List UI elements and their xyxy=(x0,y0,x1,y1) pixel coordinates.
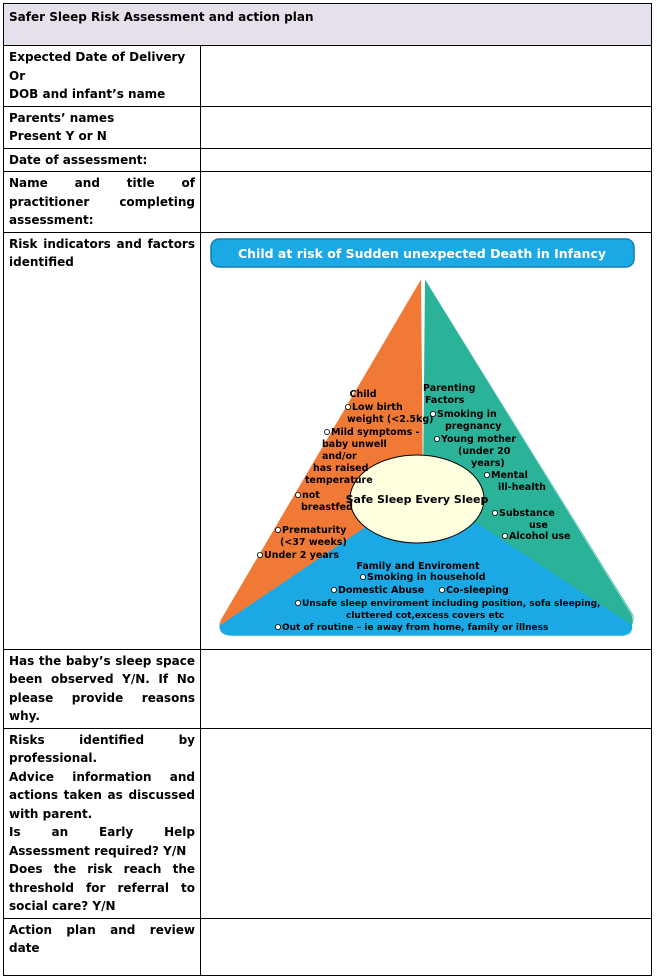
child-item-2: not breastfed xyxy=(295,490,353,513)
parenting-item-1: Young mother (under 20 years) xyxy=(433,434,516,469)
label-action-plan: Action plan and review date xyxy=(3,917,201,976)
field-action-plan[interactable] xyxy=(200,917,652,976)
svg-text:years): years) xyxy=(471,458,505,469)
label-practitioner: Name and title of practitioner completin… xyxy=(3,171,201,233)
risk-diagram-cell: Child at risk of Sudden unexpected Death… xyxy=(200,231,652,650)
family-segment xyxy=(219,487,633,636)
child-item-4: Under 2 years xyxy=(257,550,339,561)
family-item-2: Co-sleeping xyxy=(438,585,509,596)
svg-text:Mild symptoms -: Mild symptoms - xyxy=(331,427,420,438)
svg-text:not: not xyxy=(302,490,320,501)
parenting-heading-line1: Parenting xyxy=(423,383,475,394)
child-heading: Child xyxy=(349,389,376,400)
svg-text:has raised: has raised xyxy=(313,463,368,474)
center-ellipse xyxy=(349,454,485,543)
label-risk-indicators: Risk indicators and factors identified xyxy=(3,231,201,650)
svg-text:Low birth: Low birth xyxy=(352,402,403,413)
child-item-0: Low birth weight (<2.5kg) xyxy=(344,402,433,425)
svg-text:Co-sleeping: Co-sleeping xyxy=(446,585,509,596)
child-segment xyxy=(218,278,423,631)
svg-text:Mental: Mental xyxy=(491,470,528,481)
parenting-heading-line2: Factors xyxy=(425,395,465,406)
svg-text:(under 20: (under 20 xyxy=(458,446,511,457)
svg-text:weight (<2.5kg): weight (<2.5kg) xyxy=(347,414,433,425)
field-practitioner[interactable] xyxy=(200,171,652,233)
svg-text:Prematurity: Prematurity xyxy=(282,525,347,536)
child-item-3: Prematurity (<37 weeks) xyxy=(275,525,347,548)
svg-text:Young mother: Young mother xyxy=(440,434,516,445)
parenting-item-2: Mental ill-health xyxy=(483,470,546,493)
svg-text:baby unwell: baby unwell xyxy=(322,439,387,450)
svg-text:breastfed: breastfed xyxy=(301,502,353,513)
field-parents-names[interactable] xyxy=(200,105,652,149)
family-item-4: Out of routine – ie away from home, fami… xyxy=(275,623,548,633)
svg-text:use: use xyxy=(529,520,548,531)
label-risks-identified: Risks identified by professional. Advice… xyxy=(3,727,201,919)
svg-text:temperature: temperature xyxy=(305,475,373,486)
field-delivery-date[interactable] xyxy=(200,45,652,107)
family-item-3: Unsafe sleep enviroment including positi… xyxy=(295,599,600,621)
svg-text:and/or: and/or xyxy=(322,451,357,462)
field-risks-identified[interactable] xyxy=(200,727,652,919)
svg-text:Out of routine – ie away from: Out of routine – ie away from home, fami… xyxy=(282,623,548,633)
svg-text:cluttered cot,excess covers et: cluttered cot,excess covers etc xyxy=(346,611,504,621)
svg-text:Unsafe sleep enviroment includ: Unsafe sleep enviroment including positi… xyxy=(302,599,600,609)
family-heading: Family and Enviroment xyxy=(356,561,480,572)
family-item-0: Smoking in household xyxy=(359,572,486,583)
parenting-item-3: Substance use xyxy=(491,508,555,531)
form-title: Safer Sleep Risk Assessment and action p… xyxy=(3,3,652,46)
risk-factors-diagram: Child at risk of Sudden unexpected Death… xyxy=(210,237,635,636)
svg-text:Alcohol use: Alcohol use xyxy=(509,531,570,542)
svg-text:ill-health: ill-health xyxy=(498,482,546,493)
field-sleep-space-observed[interactable] xyxy=(200,648,652,729)
label-date-of-assessment: Date of assessment: xyxy=(3,147,201,172)
assessment-form: Safer Sleep Risk Assessment and action p… xyxy=(3,3,652,976)
svg-text:Domestic Abuse: Domestic Abuse xyxy=(338,585,424,596)
label-parents-names: Parents’ names Present Y or N xyxy=(3,105,201,149)
svg-text:Substance: Substance xyxy=(499,508,555,519)
family-item-1: Domestic Abuse xyxy=(330,585,424,596)
banner-shape xyxy=(210,237,635,268)
center-label: Safe Sleep Every Sleep xyxy=(346,493,489,506)
svg-text:Smoking in household: Smoking in household xyxy=(367,572,486,583)
child-item-1: Mild symptoms - baby unwell and/or has r… xyxy=(305,427,420,486)
banner-title: Child at risk of Sudden unexpected Death… xyxy=(238,246,606,261)
parenting-item-0: Smoking in pregnancy xyxy=(429,409,502,432)
svg-text:Under 2 years: Under 2 years xyxy=(264,550,339,561)
label-sleep-space-observed: Has the baby’s sleep space been observed… xyxy=(3,648,201,729)
parenting-item-4: Alcohol use xyxy=(501,531,570,542)
svg-text:(<37 weeks): (<37 weeks) xyxy=(280,537,347,548)
parenting-segment xyxy=(423,278,634,628)
label-delivery-date: Expected Date of Delivery Or DOB and inf… xyxy=(3,45,201,107)
svg-text:pregnancy: pregnancy xyxy=(445,421,502,432)
svg-text:Smoking in: Smoking in xyxy=(437,409,497,420)
field-date-of-assessment[interactable] xyxy=(200,147,652,172)
